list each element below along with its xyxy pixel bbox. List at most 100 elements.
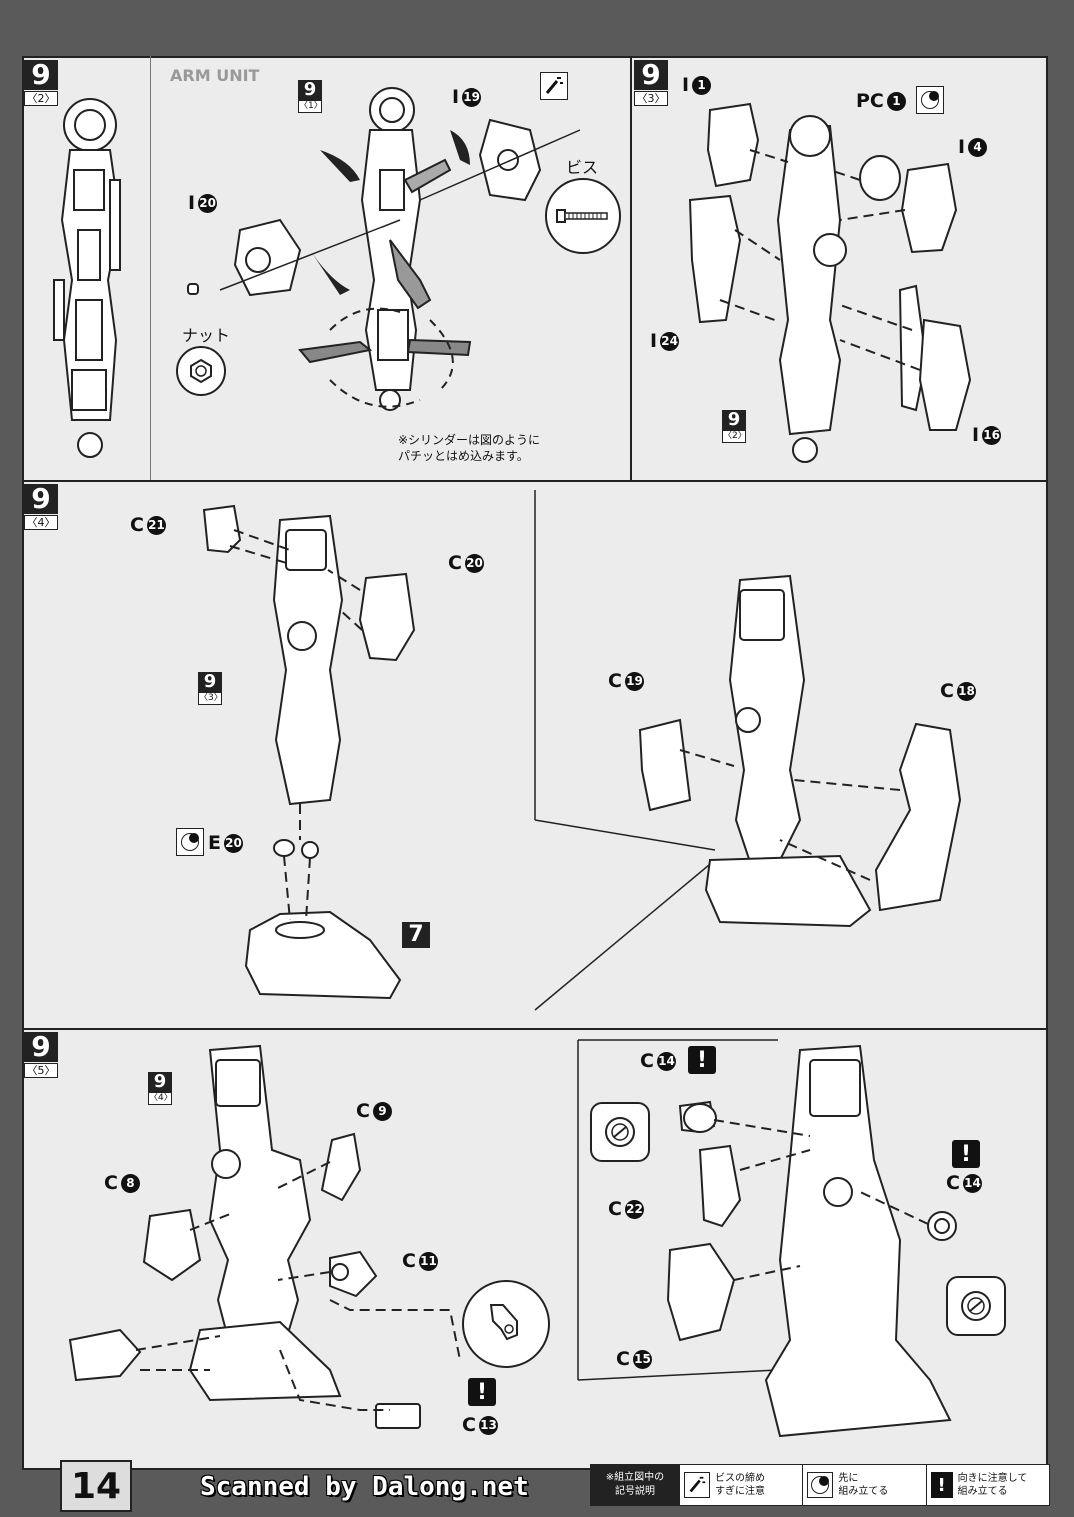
legend-text-line-2: すぎに注意 [715,1486,765,1497]
step-number: 9 [24,1032,58,1062]
part-label-c8: C 8 [104,1172,140,1194]
part-number: 16 [982,425,1002,445]
step-number: 9 [24,484,58,514]
part-label-i4: I 4 [958,136,988,158]
leg-assembly-illustration [202,504,416,1000]
step-badge: 9 〈2〉 [24,60,58,106]
legend-title-line-2: 記号説明 [615,1486,655,1497]
part-label-c9: C 9 [356,1100,392,1122]
nut-label: ナット [182,326,231,345]
part-number: 20 [223,833,243,853]
arm-parts-illustration [688,102,972,463]
exclamation-icon: ! [468,1378,496,1406]
joint-detail-bubble-left [590,1102,650,1162]
step-number: 9 [634,60,668,90]
step-badge: 9 〈5〉 [24,1032,58,1078]
part-prefix: C [608,1198,622,1220]
symbol-legend: ※組立図中の 記号説明 ビスの締め すぎに注意 先に 組み立てる ! 向きに注意… [590,1464,1050,1506]
part-prefix: C [616,1348,630,1370]
part-prefix: C [104,1172,118,1194]
leg-lower-assembly-illustration [68,1044,461,1429]
part-prefix: C [462,1414,476,1436]
part-prefix: C [940,680,954,702]
step-substep: 〈3〉 [634,91,668,106]
part-number: 19 [462,87,482,107]
zoom-guide-lines [534,490,716,1011]
leg-armor-illustration [638,574,962,928]
part-prefix: C [448,552,462,574]
reference-step-number: 9 [722,410,746,430]
nut-detail-bubble [176,346,226,396]
scan-credit: Scanned by Dalong.net [200,1472,529,1502]
part-prefix: C [356,1100,370,1122]
part-number: 1 [692,75,712,95]
part-prefix: C [640,1050,654,1072]
part-number: 13 [478,1415,498,1435]
part-label-i16: I 16 [972,424,1002,446]
reference-badge-base: 7 [402,922,430,948]
part-prefix: I [650,330,658,352]
screw-caution-icon [684,1472,710,1498]
part-prefix: C [608,670,622,692]
part-number: 8 [120,1173,140,1193]
reference-badge: 9 〈4〉 [148,1072,173,1105]
legend-item-orientation: ! 向きに注意して 組み立てる [925,1465,1049,1505]
page-number: 14 [60,1460,132,1512]
legend-text-line-1: 向きに注意して [957,1473,1028,1484]
exclamation-icon: ! [952,1140,980,1168]
reference-substep: 〈4〉 [148,1092,173,1105]
reference-badge: 9 〈2〉 [722,410,747,443]
reference-step-base: 7 [402,922,430,948]
leg-final-assembly-illustration [666,1044,957,1438]
part-prefix: I [958,136,966,158]
legend-title-line-1: ※組立図中の [605,1472,665,1483]
pre-assemble-icon [916,86,944,114]
part-prefix: I [188,192,196,214]
reference-badge: 9 〈3〉 [198,672,223,705]
part-prefix: E [208,832,221,854]
legend-text-line-1: ビスの締め [715,1473,765,1484]
part-detail-bubble [462,1280,550,1368]
exclamation-icon: ! [930,1472,953,1498]
divider-col-top-left [150,56,151,480]
part-number: 19 [624,671,644,691]
reference-substep: 〈3〉 [198,692,223,705]
legend-item-screw: ビスの締め すぎに注意 [679,1465,802,1505]
part-label-i19: I 19 [452,86,482,108]
step-substep: 〈4〉 [24,515,58,530]
part-prefix: I [682,74,690,96]
part-label-c14-left: C 14 [640,1050,676,1072]
part-label-c22: C 22 [608,1198,644,1220]
part-label-c19: C 19 [608,670,644,692]
part-number: 15 [632,1349,652,1369]
section-title: ARM UNIT [170,66,260,85]
part-number: 20 [198,193,218,213]
part-label-pc1: PC 1 [856,90,906,112]
pre-assemble-icon [807,1472,834,1498]
exclamation-icon: ! [688,1046,716,1074]
pre-assemble-icon [176,828,204,856]
part-number: 14 [656,1051,676,1071]
part-label-c14-right: C 14 [946,1172,982,1194]
divider-col-top [630,56,632,480]
part-number: 14 [962,1173,982,1193]
screw-label: ビス [566,158,599,177]
part-prefix: I [972,424,980,446]
step-badge: 9 〈4〉 [24,484,58,530]
screw-caution-icon [540,72,568,100]
part-label-c13: C 13 [462,1414,498,1436]
legend-text-line-2: 組み立てる [838,1486,889,1497]
part-prefix: PC [856,90,884,112]
part-label-c18: C 18 [940,680,976,702]
screw-detail-bubble [545,178,621,254]
cylinder-note-line-1: ※シリンダーは図のように [398,433,541,447]
divider-row-2 [22,1028,1048,1030]
part-label-i20: I 20 [188,192,218,214]
part-label-c21: C 21 [130,514,166,536]
legend-text-line-2: 組み立てる [957,1486,1008,1497]
part-label-e20: E 20 [208,832,243,854]
reference-badge: 9 〈1〉 [298,80,323,113]
part-number: 9 [372,1101,392,1121]
step-substep: 〈2〉 [24,91,58,106]
reference-substep: 〈1〉 [298,100,323,113]
